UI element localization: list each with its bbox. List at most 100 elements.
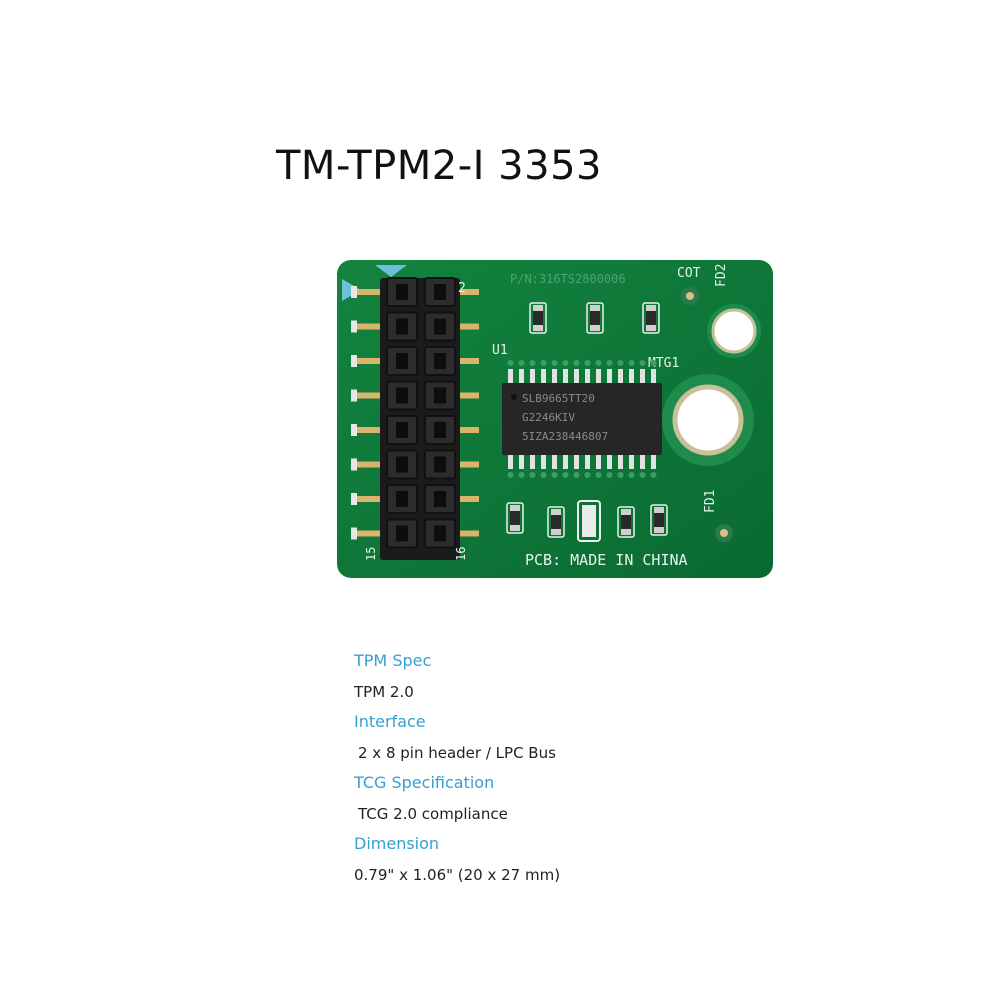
via bbox=[573, 472, 580, 478]
chip-lead-bottom bbox=[651, 453, 656, 469]
spec-value: TPM 2.0 bbox=[354, 683, 414, 701]
silk-fd2: FD2 bbox=[714, 264, 729, 287]
chip-lead-bottom bbox=[618, 453, 623, 469]
header-lead-left bbox=[351, 289, 383, 295]
spec-label: Interface bbox=[354, 712, 426, 731]
via bbox=[606, 360, 613, 366]
header-socket-hole bbox=[396, 456, 408, 473]
via bbox=[584, 360, 591, 366]
resistor-pad bbox=[533, 325, 543, 331]
spec-tcg: TCG Specification TCG 2.0 compliance bbox=[354, 772, 754, 833]
via bbox=[507, 472, 514, 478]
header-socket-hole bbox=[434, 318, 446, 335]
chip-lead-top bbox=[607, 369, 612, 385]
chip-lead-bottom bbox=[563, 453, 568, 469]
via bbox=[595, 360, 602, 366]
silk-pin15: 15 bbox=[364, 547, 378, 561]
header-socket-hole bbox=[396, 387, 408, 404]
chip-marking-line2: G2246KIV bbox=[522, 411, 575, 424]
header-lead-tip bbox=[351, 355, 357, 367]
header-lead-tip bbox=[351, 320, 357, 333]
chip-lead-bottom bbox=[541, 453, 546, 469]
via bbox=[595, 472, 602, 478]
via bbox=[617, 360, 624, 366]
header-lead-tip bbox=[351, 527, 357, 540]
header-lead-left bbox=[351, 530, 383, 537]
chip-lead-bottom bbox=[596, 453, 601, 469]
via bbox=[562, 360, 569, 366]
spec-list: TPM Spec TPM 2.0 Interface 2 x 8 pin hea… bbox=[354, 650, 754, 894]
header-lead-left bbox=[351, 427, 383, 433]
header-lead-tip bbox=[351, 493, 357, 505]
capacitor-outline bbox=[650, 504, 668, 536]
silk-part-number: P/N:316TS2800006 bbox=[510, 272, 626, 286]
header-socket-hole bbox=[434, 387, 446, 404]
resistor-body bbox=[590, 311, 600, 325]
capacitor-pad bbox=[510, 505, 520, 511]
product-title: TM-TPM2-I 3353 bbox=[276, 143, 602, 189]
silk-mtg1: MTG1 bbox=[648, 356, 679, 371]
spec-value: 0.79" x 1.06" (20 x 27 mm) bbox=[354, 866, 561, 884]
capacitor-pad bbox=[551, 509, 561, 515]
capacitor-outline bbox=[547, 506, 565, 538]
led-outline bbox=[577, 500, 601, 542]
via bbox=[562, 472, 569, 478]
header-socket-hole bbox=[434, 284, 446, 300]
tpm-module-image: P/N:316TS2800006 COT FD2 2 U1 MTG1 FD1 1… bbox=[325, 245, 785, 590]
silk-u1: U1 bbox=[492, 343, 508, 358]
chip-lead-top bbox=[651, 369, 656, 385]
via bbox=[628, 360, 635, 366]
via bbox=[540, 472, 547, 478]
mounting-hole-large bbox=[672, 384, 744, 456]
resistor-pad bbox=[590, 325, 600, 331]
via bbox=[639, 360, 646, 366]
header-lead-left bbox=[351, 496, 383, 502]
header-lead-right bbox=[457, 530, 479, 537]
via bbox=[529, 472, 536, 478]
header-socket-hole bbox=[434, 525, 446, 542]
header-lead-right bbox=[457, 323, 479, 330]
via bbox=[584, 472, 591, 478]
fiducial-bottom-center bbox=[720, 529, 728, 537]
resistor-body bbox=[646, 311, 656, 325]
resistor-pad bbox=[646, 325, 656, 331]
header-lead-right bbox=[457, 392, 479, 399]
via bbox=[551, 360, 558, 366]
chip-lead-bottom bbox=[508, 453, 513, 469]
via bbox=[573, 360, 580, 366]
spec-dimension: Dimension 0.79" x 1.06" (20 x 27 mm) bbox=[354, 833, 754, 894]
silk-pin2: 2 bbox=[458, 281, 466, 296]
header-lead-left bbox=[351, 461, 383, 468]
header-lead-left bbox=[351, 392, 383, 399]
silk-pin16: 16 bbox=[454, 547, 468, 561]
header-socket-hole bbox=[434, 491, 446, 507]
header-lead-tip bbox=[351, 458, 357, 471]
chip-pin1-dot bbox=[511, 394, 517, 400]
header-socket-hole bbox=[396, 318, 408, 335]
via bbox=[518, 472, 525, 478]
chip-lead-top bbox=[618, 369, 623, 385]
spec-label: TPM Spec bbox=[354, 651, 432, 670]
chip-marking-line1: SLB9665TT20 bbox=[522, 392, 595, 405]
capacitor-pad bbox=[654, 507, 664, 513]
resistor-outline bbox=[529, 302, 547, 334]
header-socket-hole bbox=[396, 353, 408, 369]
header-lead-right bbox=[457, 461, 479, 468]
chip-lead-top bbox=[574, 369, 579, 385]
chip-marking-line3: 5IZA238446807 bbox=[522, 430, 608, 443]
spec-tpm: TPM Spec TPM 2.0 bbox=[354, 650, 754, 711]
chip-lead-bottom bbox=[629, 453, 634, 469]
capacitor-body bbox=[551, 515, 561, 529]
chip-lead-top bbox=[629, 369, 634, 385]
resistor-body bbox=[533, 311, 543, 325]
header-lead-right bbox=[457, 289, 479, 295]
led-body bbox=[582, 505, 596, 537]
header-lead-tip bbox=[351, 424, 357, 436]
header-lead-left bbox=[351, 323, 383, 330]
chip-lead-top bbox=[519, 369, 524, 385]
chip-lead-top bbox=[552, 369, 557, 385]
via bbox=[551, 472, 558, 478]
header-socket-hole bbox=[396, 284, 408, 300]
header-lead-right bbox=[457, 496, 479, 502]
via bbox=[518, 360, 525, 366]
